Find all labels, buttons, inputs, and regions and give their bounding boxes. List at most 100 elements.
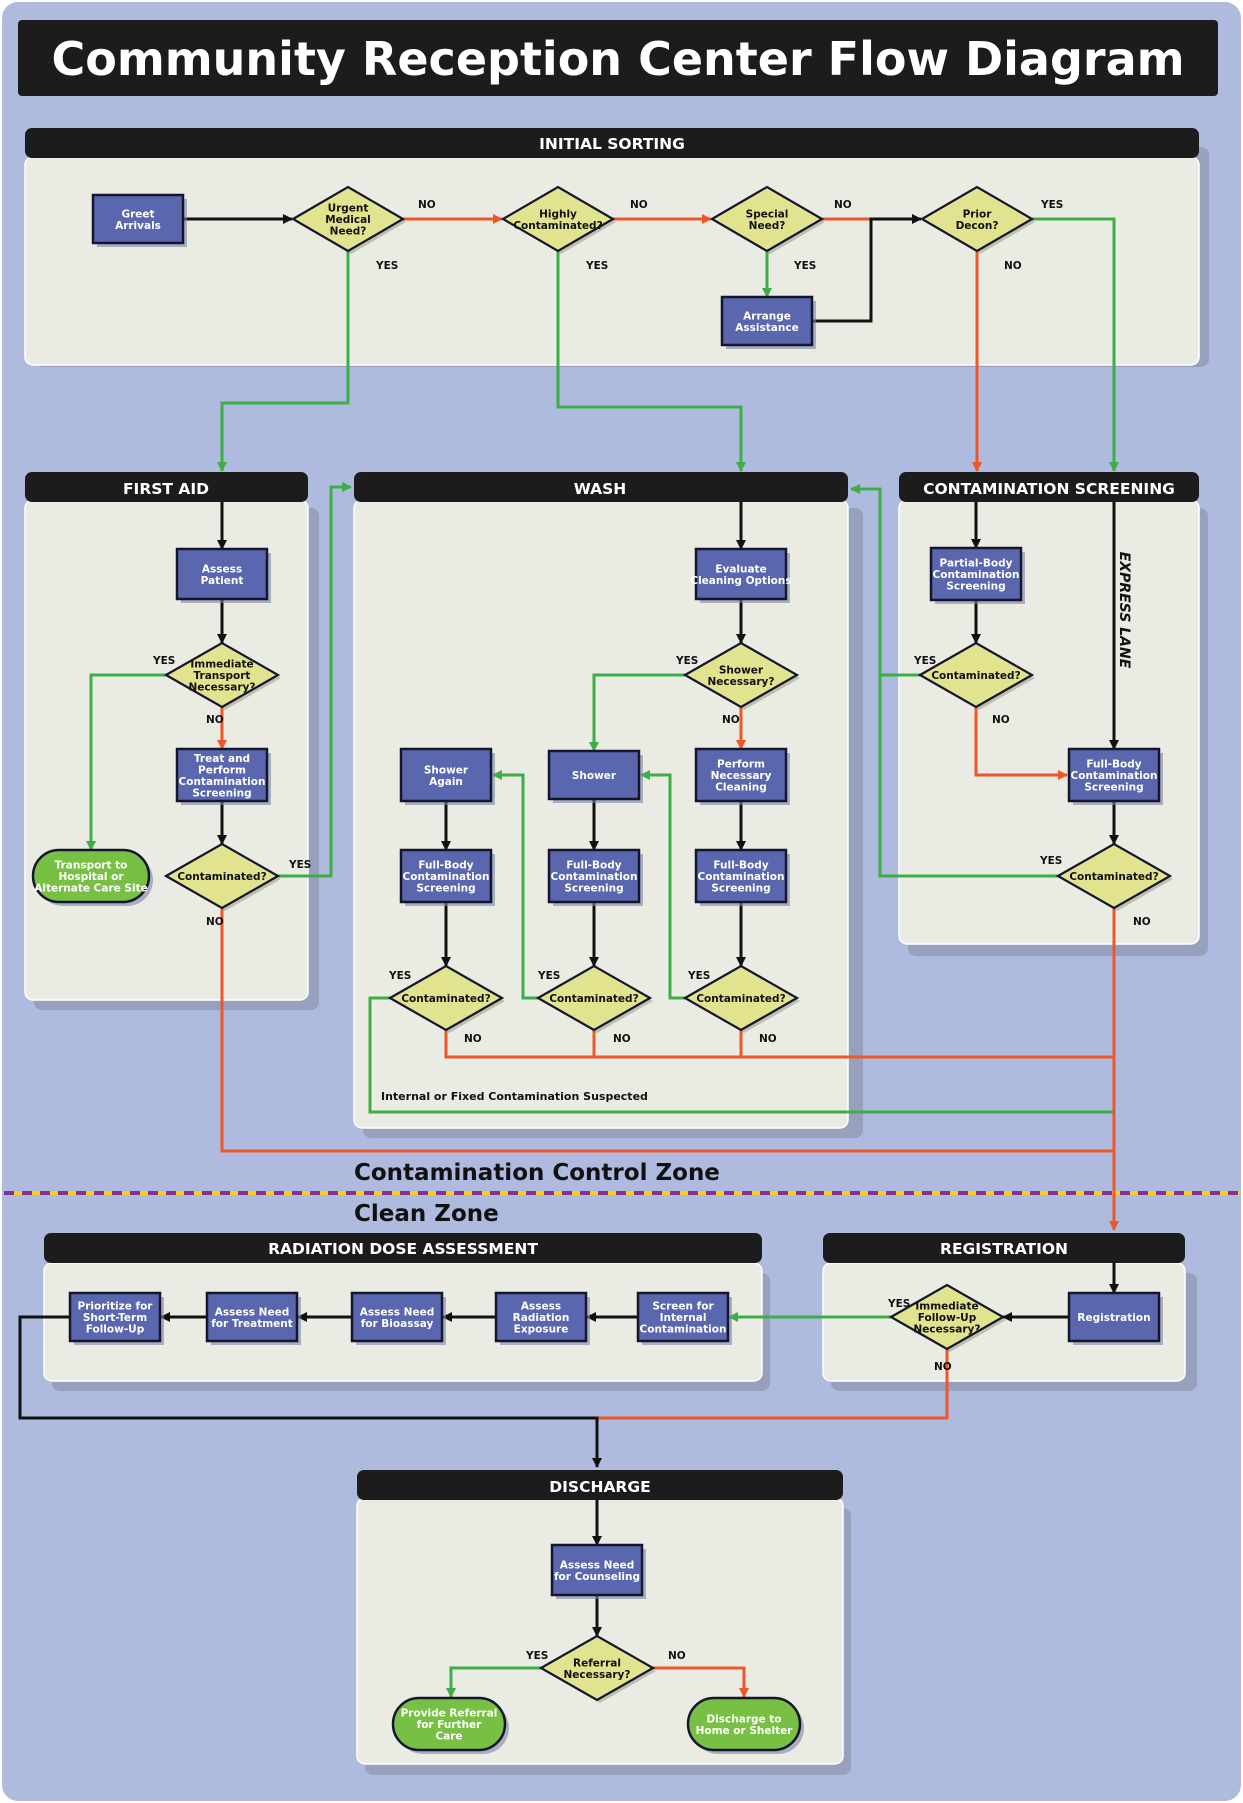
wash-note-internal-contamination: Internal or Fixed Contamination Suspecte… <box>381 1090 648 1103</box>
connector <box>278 482 352 878</box>
connector <box>589 673 685 752</box>
section-header-wash <box>354 472 848 502</box>
no-label: NO <box>1133 916 1151 928</box>
contamination-control-zone-label: Contamination Control Zone <box>354 1160 720 1186</box>
connector <box>812 214 922 323</box>
section-header-radiation-dose-assessment <box>44 1233 762 1263</box>
yes-label: YES <box>152 655 175 667</box>
connector <box>492 770 538 1000</box>
node-w-cont1: Contaminated? <box>387 964 505 1033</box>
no-label: NO <box>464 1033 482 1045</box>
connector <box>974 707 1068 780</box>
connector <box>653 1666 749 1698</box>
node-label: Contaminated? <box>696 993 785 1005</box>
yes-label: YES <box>1040 199 1063 211</box>
connector <box>444 1030 1114 1059</box>
section-title-first-aid: FIRST AID <box>123 480 209 498</box>
node-label: Contaminated? <box>931 670 1020 682</box>
yes-label: YES <box>675 655 698 667</box>
section-title-radiation-dose-assessment: RADIATION DOSE ASSESSMENT <box>268 1240 538 1258</box>
yes-label: YES <box>793 260 816 272</box>
connector <box>18 1315 602 1468</box>
decision-labels: YES NO YES NO YES NO YES NO YES NO YES NO YES NO YES NO… <box>152 199 1151 1662</box>
node-w-cont3: Contaminated? <box>682 964 800 1033</box>
no-label: NO <box>668 1650 686 1662</box>
connector <box>368 996 1114 1114</box>
no-label: NO <box>613 1033 631 1045</box>
no-label: NO <box>206 916 224 928</box>
node-label: Contaminated? <box>401 993 490 1005</box>
yes-label: YES <box>585 260 608 272</box>
connector <box>850 484 920 677</box>
node-label: Shower <box>572 770 617 782</box>
yes-label: YES <box>687 970 710 982</box>
connector <box>597 1349 949 1420</box>
no-label: NO <box>1004 260 1022 272</box>
node-w-cont2: Contaminated? <box>535 964 653 1033</box>
node-shower: Shower <box>547 749 643 803</box>
no-label: NO <box>418 199 436 211</box>
node-label: Registration <box>1077 1312 1150 1324</box>
clean-zone-label: Clean Zone <box>354 1201 499 1227</box>
yes-label: YES <box>887 1298 910 1310</box>
no-label: NO <box>722 714 740 726</box>
section-title-initial-sorting: INITIAL SORTING <box>539 135 685 153</box>
connector <box>556 251 746 472</box>
section-header-first-aid <box>25 472 308 502</box>
node-cs-contaminated: Contaminated? <box>917 641 1035 710</box>
yes-label: YES <box>388 970 411 982</box>
yes-label: YES <box>913 655 936 667</box>
page-title: Community Reception Center Flow Diagram <box>51 32 1184 86</box>
no-label: NO <box>759 1033 777 1045</box>
connector <box>220 908 1114 1153</box>
no-label: NO <box>834 199 852 211</box>
node-cs-contaminated2: Contaminated? <box>1055 842 1173 911</box>
section-header-registration <box>823 1233 1185 1263</box>
section-title-contamination-screening: CONTAMINATION SCREENING <box>923 480 1175 498</box>
node-label: Contaminated? <box>1069 871 1158 883</box>
connector <box>1032 217 1119 472</box>
no-label: NO <box>206 714 224 726</box>
flow-connectors <box>18 214 1119 1698</box>
no-label: NO <box>992 714 1010 726</box>
node-registration: Registration <box>1067 1291 1163 1345</box>
